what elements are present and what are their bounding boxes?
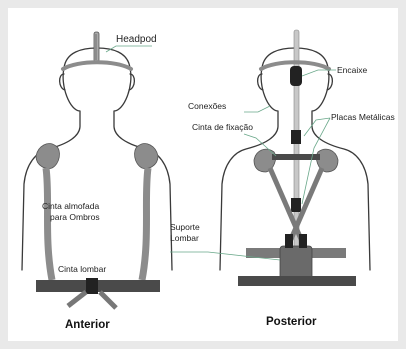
label-headpod: Headpod [116,34,157,45]
label-connections: Conexões [188,101,226,111]
label-fixation-strap: Cinta de fixação [192,122,253,132]
headpod-diagram: Headpod Cinta almofada para Ombros Cinta… [8,8,398,341]
label-lumbar-support-line2: Lombar [170,233,199,243]
anterior-headband [63,62,131,69]
headpod-leader-line [106,46,152,52]
anterior-shoulder-strap-right [142,168,148,280]
figure-panel: Headpod Cinta almofada para Ombros Cinta… [8,8,398,341]
connections-leader-line [244,106,270,112]
label-lumbar-support-line1: Suporte [170,222,200,232]
posterior-socket [290,66,302,86]
label-lumbar-strap: Cinta lombar [58,264,106,274]
posterior-figure: Encaixe Conexões Placas Metálicas Cinta … [170,30,395,328]
label-shoulder-strap-line2: para Ombros [50,212,100,222]
anterior-shoulder-pad-left [36,144,59,169]
anterior-shoulder-strap-left [46,168,52,280]
anterior-belt-buckle [86,278,98,294]
title-posterior: Posterior [266,316,317,328]
label-shoulder-strap-line1: Cinta almofada [42,201,99,211]
anterior-shoulder-pad-right [135,144,158,169]
posterior-lumbar-belt [238,276,356,286]
title-anterior: Anterior [65,319,110,331]
posterior-metal-plate-upper [291,130,301,144]
posterior-metal-plate-lower [291,198,301,212]
label-socket: Encaixe [337,65,368,75]
anterior-figure: Headpod Cinta almofada para Ombros Cinta… [22,32,172,331]
label-metal-plates: Placas Metálicas [331,112,395,122]
